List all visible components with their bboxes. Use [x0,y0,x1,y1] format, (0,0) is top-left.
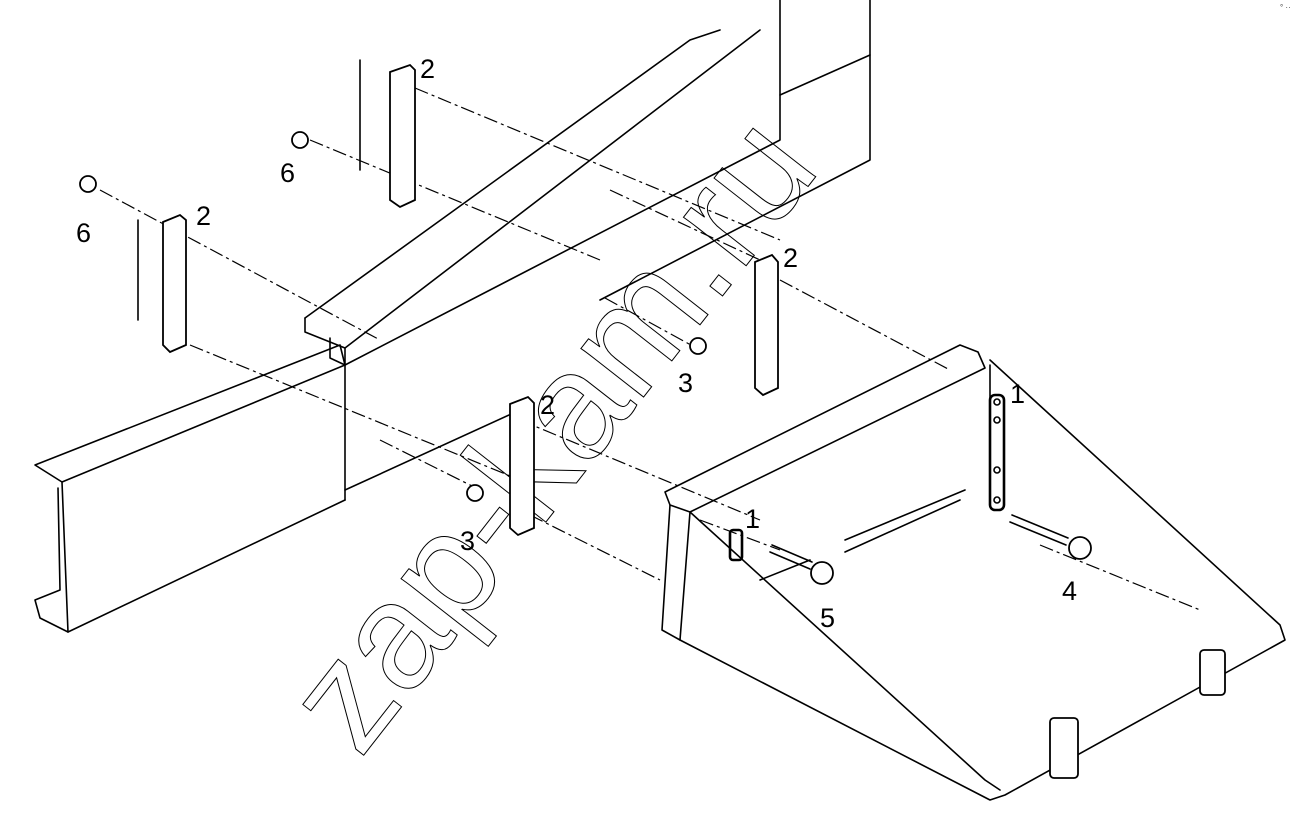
crossmember [304,29,761,366]
strap-1-left [728,528,744,562]
callout-5: 5 [820,603,835,633]
callout-1: 1 [745,504,760,534]
bracket-2-left [137,213,187,354]
latch-left [1049,717,1079,779]
bolt-5 [769,544,834,585]
bracket-2-top [359,59,416,209]
strap-1-right [988,393,1006,512]
nut-6-a [291,131,309,149]
callout-2: 2 [540,390,555,420]
bolt-4 [1009,514,1092,560]
callout-1: 1 [1010,379,1025,409]
callout-6: 6 [76,218,91,248]
callout-2: 2 [420,54,435,84]
bracket-2-right [754,253,779,397]
nut-3-b [466,484,484,502]
frame-rail [34,0,871,633]
callout-3: 3 [678,368,693,398]
callout-3: 3 [460,526,475,556]
assembly-lines [99,87,1201,611]
battery-tray [661,344,1286,801]
callout-4: 4 [1062,576,1077,606]
callout-2: 2 [783,243,798,273]
latch-right [1199,649,1226,696]
nut-6-b [79,175,97,193]
callout-6: 6 [280,158,295,188]
bracket-2-center [509,395,535,537]
callout-2: 2 [196,201,211,231]
corner-mark: ° ·· [1280,3,1291,12]
nut-3-a [689,337,707,355]
